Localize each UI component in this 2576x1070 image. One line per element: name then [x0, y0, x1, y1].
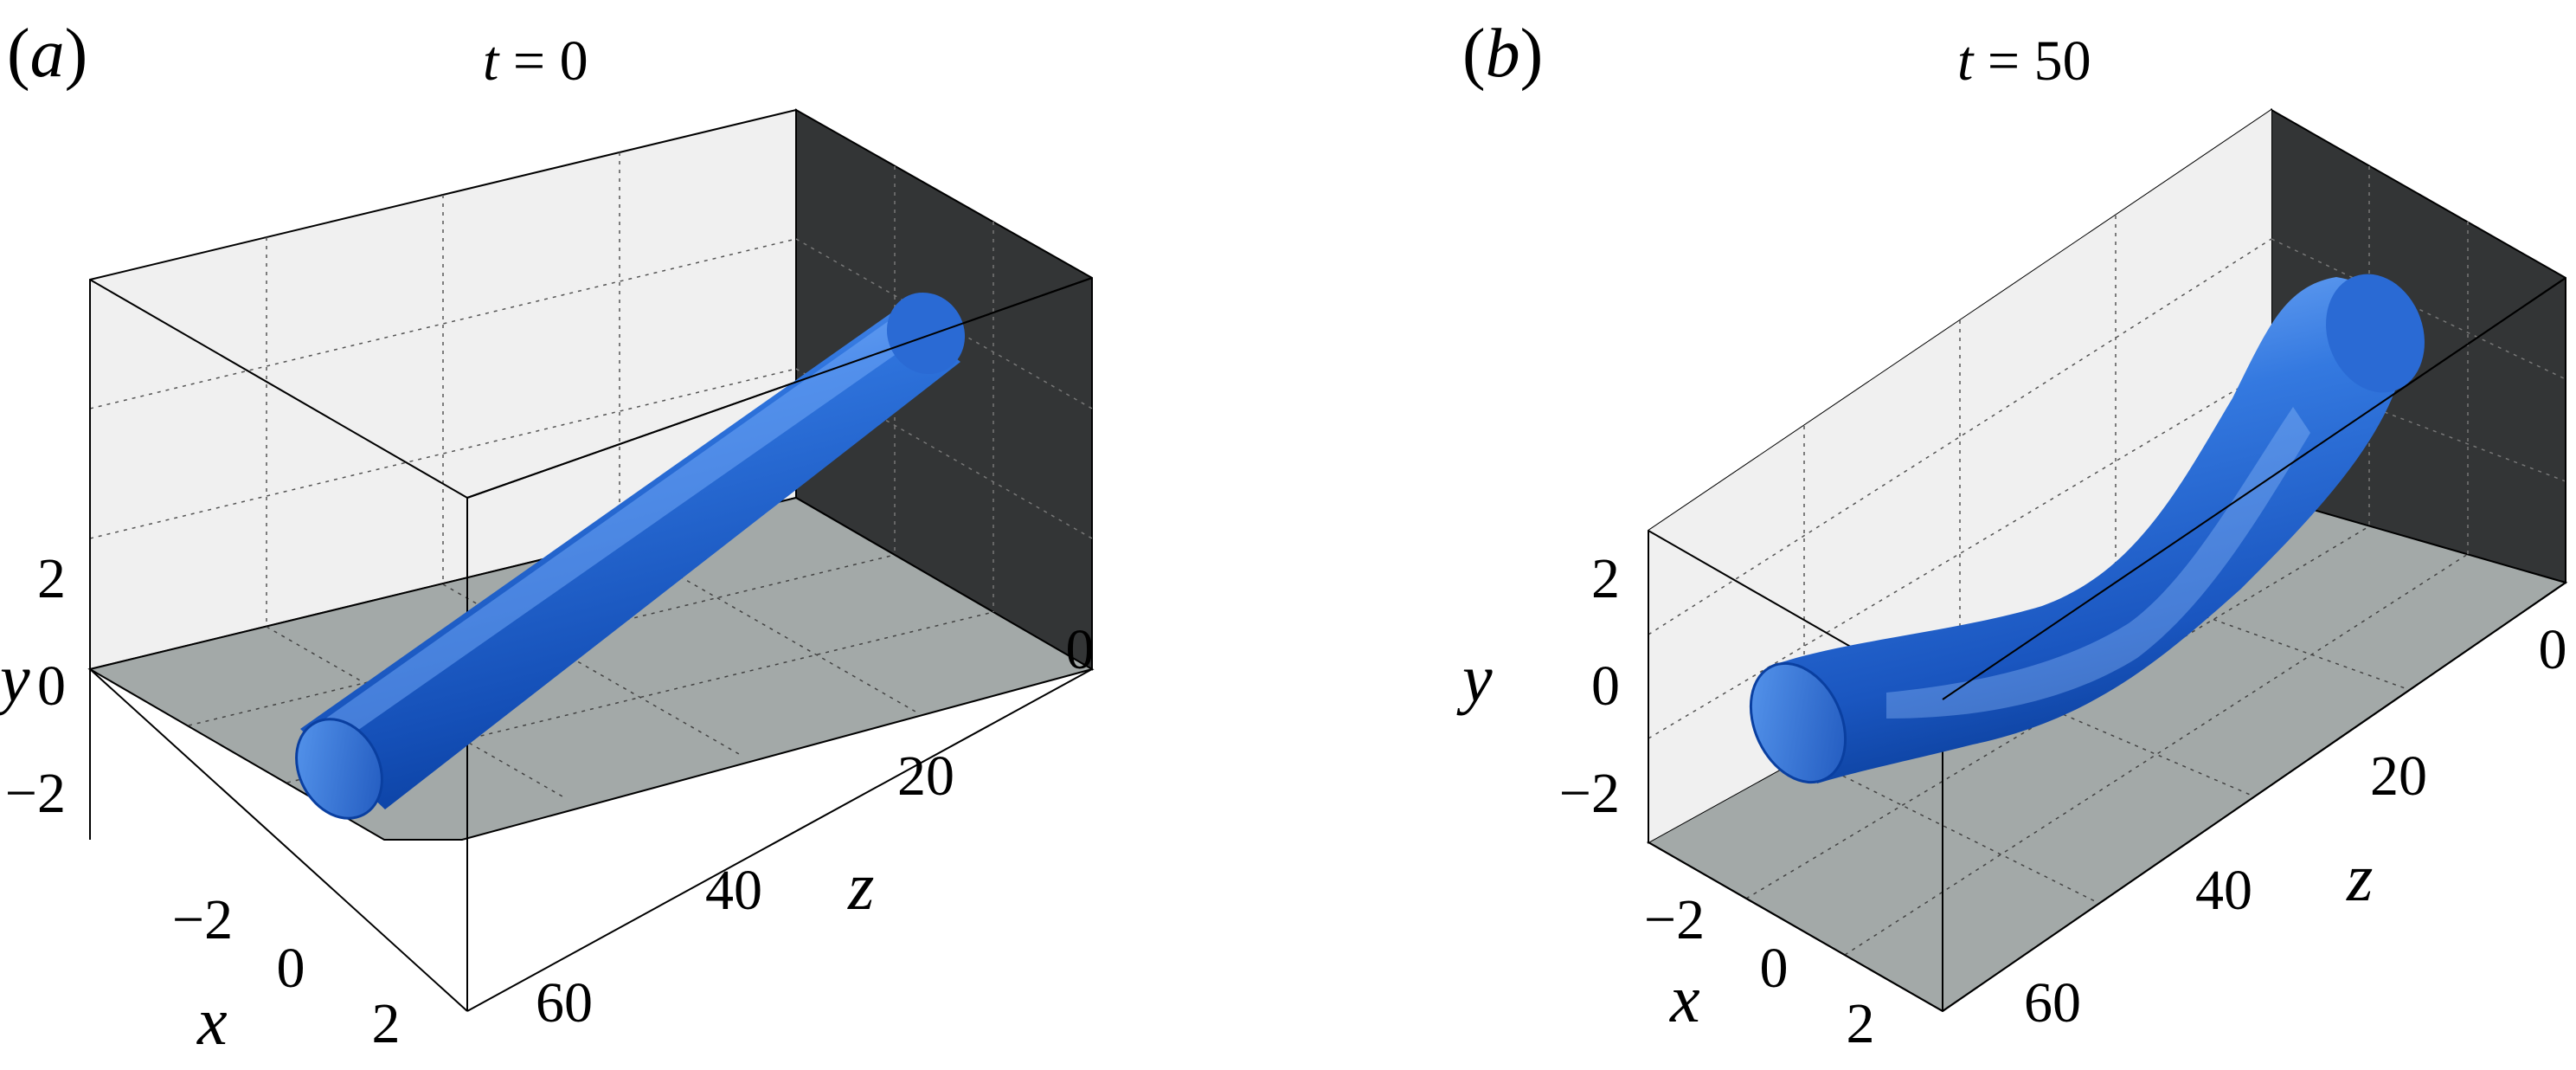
tube-end-near — [1749, 661, 1847, 784]
panel-b-ztick: 0 — [2539, 618, 2567, 681]
panel-b-zlabel: z — [2346, 840, 2373, 915]
panel-a-label: (a) — [7, 16, 87, 92]
panel-b-ztick: 20 — [2370, 744, 2427, 808]
tube-end-near — [295, 718, 383, 820]
panel-a-ytick: 0 — [37, 654, 66, 718]
tube-highlight — [316, 320, 917, 744]
panel-a-ztick: 20 — [897, 744, 954, 808]
panel-b-xtick: 0 — [1760, 937, 1789, 1000]
panel-b-xlabel: x — [1669, 961, 1700, 1036]
tube-end-far — [886, 292, 966, 375]
panel-b-ytick: 2 — [1591, 547, 1620, 610]
back-wall-grid — [1648, 216, 2272, 757]
box-edge-top-back — [466, 277, 1093, 499]
panel-a-title: t = 0 — [483, 29, 588, 93]
panel-a-ztick: 0 — [1066, 618, 1095, 681]
panel-a-ytick: −2 — [5, 762, 66, 825]
tube-end-far — [2326, 274, 2425, 393]
panel-a-ytick: 2 — [37, 547, 66, 610]
panel-a-xtick: 2 — [372, 992, 401, 1055]
panel-a-xtick: 0 — [277, 937, 305, 1000]
panel-a-ztick: 60 — [536, 971, 593, 1035]
panel-a: (a) t = 0 y x z 2 0 −2 −2 0 2 0 20 40 60 — [0, 16, 1095, 1059]
panel-a-ylabel: y — [0, 641, 30, 716]
panel-b-title: t = 50 — [1957, 29, 2091, 93]
tube-straight — [295, 292, 966, 820]
panel-b-xtick: 2 — [1847, 992, 1875, 1055]
panel-a-zlabel: z — [847, 848, 874, 924]
box-edge-top-back — [1942, 277, 2566, 700]
panel-a-xtick: −2 — [172, 888, 233, 951]
panel-b-ylabel: y — [1456, 641, 1493, 716]
panel-b-ytick: −2 — [1559, 762, 1620, 825]
tube-highlight — [1886, 407, 2310, 719]
tube-body — [300, 310, 960, 809]
panel-b-xtick: −2 — [1644, 888, 1705, 951]
panel-b: (b) t = 50 y x z 2 0 −2 −2 0 2 0 20 40 6… — [1456, 16, 2568, 1055]
panel-b-label: (b) — [1462, 16, 1543, 92]
tube-body — [1774, 277, 2405, 783]
panel-b-ztick: 60 — [2024, 971, 2081, 1035]
panel-a-xlabel: x — [196, 983, 228, 1059]
panel-b-ztick: 40 — [2195, 859, 2252, 922]
panel-b-ytick: 0 — [1591, 654, 1620, 718]
panel-a-ztick: 40 — [705, 859, 762, 922]
tube-deformed — [1749, 274, 2425, 784]
